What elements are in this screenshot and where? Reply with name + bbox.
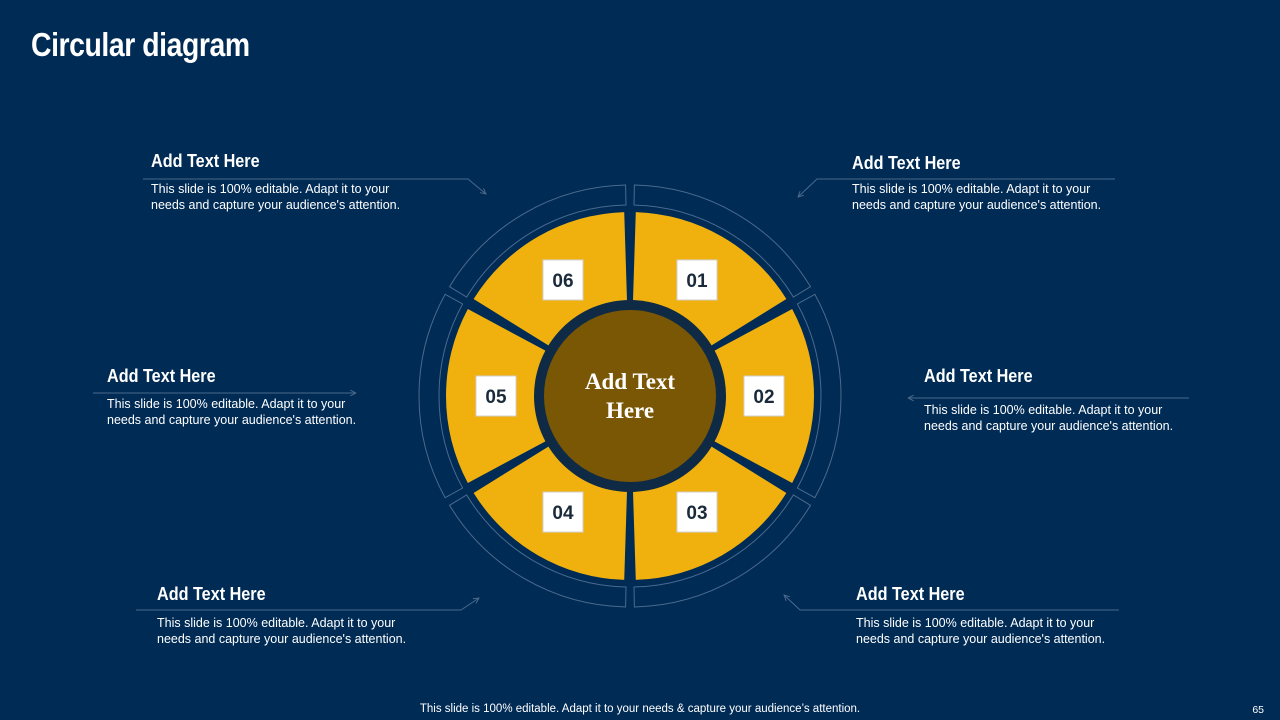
segment-number: 06 [552, 271, 573, 292]
segment-number-box [676, 259, 718, 301]
connector-line [136, 598, 479, 611]
segment-number: 05 [485, 387, 507, 408]
callout-title: Add Text Here [856, 584, 965, 604]
outer-ring-segment [796, 293, 842, 499]
callout-text: This slide is 100% editable. Adapt it to… [107, 397, 357, 427]
callout-title: Add Text Here [852, 153, 961, 173]
callout-title: Add Text Here [924, 366, 1033, 386]
callout-text: This slide is 100% editable. Adapt it to… [924, 403, 1174, 433]
callout-text: This slide is 100% editable. Adapt it to… [151, 182, 401, 212]
callout-text: This slide is 100% editable. Adapt it to… [852, 182, 1102, 212]
center-label-line1: Add Text [585, 369, 675, 394]
callout-bottom-right: Add Text Here This slide is 100% editabl… [856, 584, 1116, 647]
segment-number-group: 01 02 03 04 05 06 [475, 259, 785, 533]
callout-middle-right: Add Text Here This slide is 100% editabl… [924, 366, 1184, 434]
callout-middle-left: Add Text Here This slide is 100% editabl… [107, 366, 367, 428]
connector-line [143, 178, 486, 194]
outer-ring-segment [633, 494, 812, 608]
page-title: Circular diagram [31, 26, 250, 63]
callout-title: Add Text Here [151, 151, 260, 171]
segment-number-box [743, 375, 785, 417]
outer-ring-segment [448, 494, 627, 608]
segment-number-box [475, 375, 517, 417]
segment-number-box [542, 259, 584, 301]
footer-note: This slide is 100% editable. Adapt it to… [419, 703, 861, 715]
callout-bottom-left: Add Text Here This slide is 100% editabl… [157, 584, 417, 647]
callout-top-right: Add Text Here This slide is 100% editabl… [852, 153, 1112, 213]
segment-number: 03 [686, 503, 707, 524]
segment-number-box [542, 491, 584, 533]
callout-title: Add Text Here [157, 584, 266, 604]
callout-text: This slide is 100% editable. Adapt it to… [157, 616, 407, 646]
callout-text: This slide is 100% editable. Adapt it to… [856, 616, 1106, 646]
connector-line [798, 178, 1115, 197]
segment-number: 02 [753, 387, 774, 408]
center-circle [544, 310, 716, 482]
outer-ring-segment [448, 184, 627, 298]
callout-title: Add Text Here [107, 366, 216, 386]
outer-ring [418, 184, 842, 608]
segment-number: 01 [686, 271, 708, 292]
segment-number: 04 [552, 503, 574, 524]
connector-group [93, 178, 1189, 611]
page-number: 65 [1252, 704, 1264, 716]
segment-number-box [676, 491, 718, 533]
callout-top-left: Add Text Here This slide is 100% editabl… [151, 151, 411, 213]
outer-ring-segment [633, 184, 812, 298]
outer-ring-segment [418, 293, 464, 499]
center-label-line2: Here [606, 398, 654, 423]
connector-line [784, 595, 1119, 611]
